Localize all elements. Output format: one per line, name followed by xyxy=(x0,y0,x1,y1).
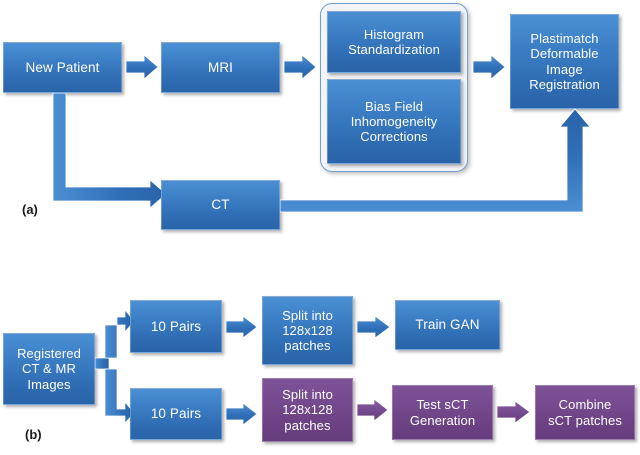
node-combine-sct-patches-label: Combine sCT patches xyxy=(548,397,622,428)
node-bias-field-corrections: Bias Field Inhomogeneity Corrections xyxy=(327,79,461,164)
node-plastimatch-registration: Plastimatch Deformable Image Registratio… xyxy=(510,14,619,109)
node-pairs-test: 10 Pairs xyxy=(130,388,222,440)
node-ct-label: CT xyxy=(211,197,230,213)
arrow-mri-to-preprocessing xyxy=(284,54,317,80)
connector-new-patient-to-ct xyxy=(50,93,170,217)
arrow-test-sct-to-combine-sct xyxy=(497,400,531,424)
node-new-patient-label: New Patient xyxy=(25,59,100,75)
arrow-split-train-to-train-gan xyxy=(357,315,391,339)
arrow-pairs-train-to-split-train xyxy=(226,315,258,339)
node-mri: MRI xyxy=(161,42,280,93)
node-pairs-train: 10 Pairs xyxy=(130,300,222,353)
node-plastimatch-registration-label: Plastimatch Deformable Image Registratio… xyxy=(529,30,600,92)
node-split-train: Split into 128x128 patches xyxy=(262,296,353,365)
node-combine-sct-patches: Combine sCT patches xyxy=(535,385,635,440)
node-bias-field-corrections-label: Bias Field Inhomogeneity Corrections xyxy=(350,98,438,145)
node-test-sct-generation: Test sCT Generation xyxy=(392,385,493,440)
connector-ct-to-plastimatch xyxy=(280,105,600,215)
node-train-gan: Train GAN xyxy=(395,300,500,350)
panel-a-caption: (a) xyxy=(22,202,38,217)
node-registered-images: Registered CT & MR Images xyxy=(3,333,95,405)
node-histogram-standardization: Histogram Standardization xyxy=(327,11,461,73)
node-histogram-standardization-label: Histogram Standardization xyxy=(348,26,440,57)
node-test-sct-generation-label: Test sCT Generation xyxy=(409,397,476,428)
arrow-pairs-test-to-split-test xyxy=(226,402,258,426)
arrow-split-test-to-test-sct xyxy=(357,398,389,422)
node-ct: CT xyxy=(161,180,280,230)
node-registered-images-label: Registered CT & MR Images xyxy=(17,346,81,392)
arrow-preprocessing-to-plastimatch xyxy=(473,54,506,80)
node-pairs-train-label: 10 Pairs xyxy=(150,318,202,334)
panel-b-caption: (b) xyxy=(25,427,42,442)
node-split-train-label: Split into 128x128 patches xyxy=(282,307,333,354)
node-mri-label: MRI xyxy=(207,59,234,75)
node-split-test-label: Split into 128x128 patches xyxy=(282,387,333,433)
node-pairs-test-label: 10 Pairs xyxy=(150,406,202,422)
arrow-new-patient-to-mri xyxy=(126,54,159,80)
node-train-gan-label: Train GAN xyxy=(415,317,480,333)
node-split-test: Split into 128x128 patches xyxy=(262,378,353,442)
connector-registered-branch xyxy=(95,303,135,423)
node-new-patient: New Patient xyxy=(3,42,122,93)
